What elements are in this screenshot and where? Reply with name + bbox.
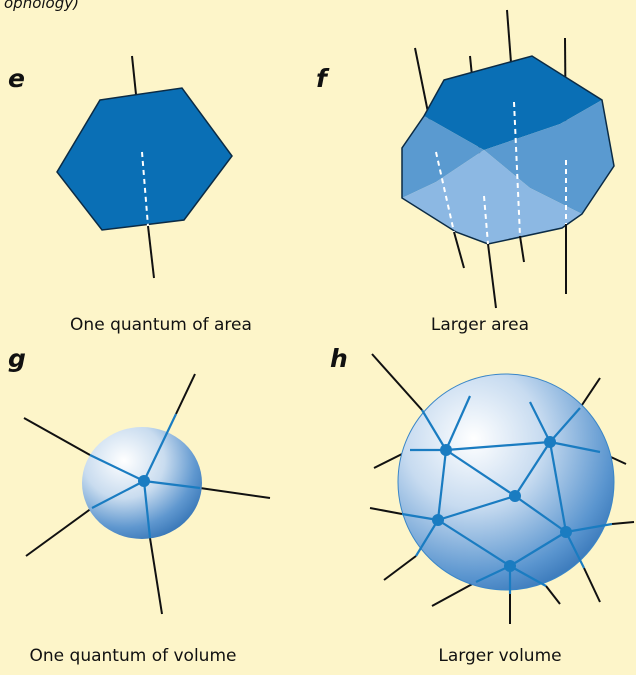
panel-f-diagram bbox=[401, 9, 615, 309]
spin-line-outer bbox=[545, 585, 561, 605]
network-edge bbox=[549, 407, 581, 443]
hexagon-area-quantum bbox=[56, 87, 233, 231]
network-edge bbox=[437, 494, 516, 522]
network-edge bbox=[415, 519, 439, 557]
panel-label-f: f bbox=[316, 64, 327, 93]
spin-line-outer bbox=[149, 537, 163, 615]
network-edge bbox=[421, 409, 447, 451]
network-edge bbox=[475, 565, 511, 583]
caption-panel-g: One quantum of volume bbox=[29, 646, 237, 666]
spin-line-outer bbox=[199, 487, 271, 499]
panel-e-diagram bbox=[56, 55, 233, 279]
panel-label-h: h bbox=[330, 344, 348, 373]
network-edge bbox=[445, 449, 516, 497]
cropped-top-text: ophology) bbox=[4, 0, 79, 12]
area-face-bottom bbox=[402, 150, 582, 244]
larger-volume-sphere bbox=[397, 373, 615, 591]
caption-panel-f: Larger area bbox=[430, 315, 530, 335]
network-node bbox=[432, 514, 444, 526]
network-node bbox=[544, 436, 556, 448]
caption-panel-h: Larger volume bbox=[438, 646, 562, 666]
network-node bbox=[440, 444, 452, 456]
network-edge bbox=[509, 565, 547, 587]
network-edge bbox=[548, 441, 568, 533]
network-edge bbox=[142, 480, 152, 539]
spin-line-2-lower bbox=[487, 243, 497, 309]
network-edge bbox=[514, 441, 551, 497]
network-edge bbox=[89, 454, 145, 482]
network-edge bbox=[91, 480, 145, 509]
spin-line-outer bbox=[175, 373, 196, 415]
panel-label-e: e bbox=[8, 64, 25, 93]
area-face-right bbox=[484, 100, 614, 214]
network-edge bbox=[565, 522, 613, 534]
spin-line-2-hidden bbox=[483, 195, 489, 245]
network-edge bbox=[444, 395, 472, 451]
network-node bbox=[138, 475, 150, 487]
panel-label-g: g bbox=[8, 344, 26, 373]
spin-line-outer bbox=[611, 521, 635, 525]
caption-panel-e: One quantum of area bbox=[70, 315, 252, 335]
spin-line-outer bbox=[383, 555, 417, 581]
network-edge bbox=[549, 440, 601, 454]
spin-line-outer bbox=[579, 377, 601, 409]
network-node bbox=[560, 526, 572, 538]
area-face-left bbox=[402, 116, 484, 198]
network-edge bbox=[143, 479, 201, 490]
network-edge bbox=[436, 449, 448, 521]
spin-line-1-hidden bbox=[435, 151, 455, 233]
panel-h-diagram bbox=[369, 353, 635, 624]
spin-network-line-hidden bbox=[141, 151, 149, 227]
spin-line-3-lower bbox=[519, 235, 525, 263]
network-edge bbox=[401, 512, 439, 522]
spin-line-outer bbox=[23, 417, 91, 456]
spin-line-3-hidden bbox=[513, 101, 521, 237]
network-edge bbox=[445, 440, 551, 452]
spin-line-outer bbox=[25, 507, 93, 557]
spin-line-outer bbox=[431, 581, 477, 607]
network-edge bbox=[565, 531, 585, 569]
spin-network-line-lower bbox=[147, 225, 155, 279]
panel-g-diagram bbox=[23, 373, 271, 615]
network-edge bbox=[514, 495, 567, 533]
network-node bbox=[504, 560, 516, 572]
spin-line-outer bbox=[371, 353, 423, 411]
network-edge bbox=[529, 401, 551, 443]
area-face-top bbox=[424, 56, 602, 150]
network-edge bbox=[143, 413, 177, 482]
network-edge bbox=[509, 531, 567, 567]
spin-line-1-lower bbox=[453, 231, 465, 269]
spin-line-outer bbox=[583, 567, 601, 603]
spin-line-outer bbox=[369, 507, 403, 515]
network-node bbox=[509, 490, 521, 502]
network-edge bbox=[437, 519, 511, 567]
area-outline bbox=[401, 55, 615, 245]
